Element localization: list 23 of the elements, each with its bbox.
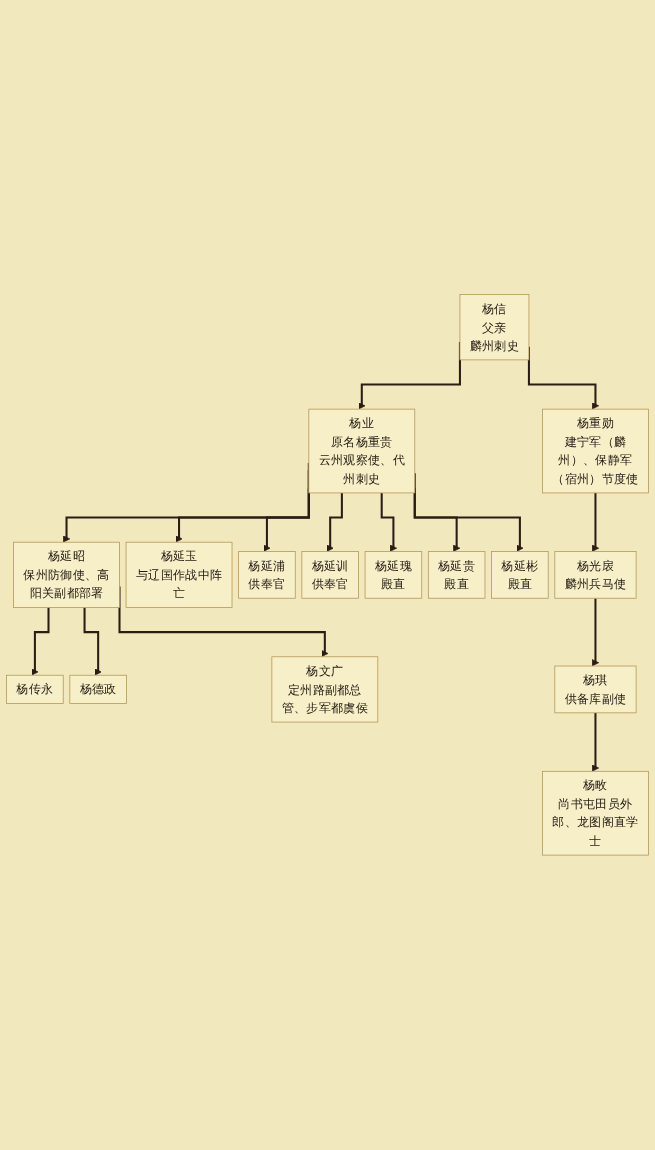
node-box: 杨畋 尚书屯田员外郎、龙图阁直学士 bbox=[542, 771, 649, 856]
node-box: 杨延彬 殿直 bbox=[491, 551, 549, 599]
node-box: 杨延训 供奉官 bbox=[301, 551, 359, 599]
node-box: 杨延瑰 殿直 bbox=[364, 551, 423, 599]
node-box: 杨德政 bbox=[69, 675, 127, 705]
node-box: 杨延昭 保州防御使、高阳关副都部署 bbox=[13, 541, 120, 609]
node-box: 杨传永 bbox=[6, 675, 64, 705]
arrow bbox=[591, 713, 600, 772]
arrow bbox=[591, 598, 600, 667]
node-box: 杨光扆 麟州兵马使 bbox=[554, 551, 637, 599]
arrow bbox=[591, 493, 600, 552]
node-box: 杨业 原名杨重贵 云州观察使、代州刺史 bbox=[308, 408, 416, 494]
arrow bbox=[380, 493, 397, 552]
node-box: 杨延玉 与辽国作战中阵亡 bbox=[125, 541, 233, 609]
arrow bbox=[326, 493, 343, 552]
node-box: 杨延浦 供奉官 bbox=[238, 551, 296, 599]
node-box: 杨琪 供备库副使 bbox=[554, 665, 637, 714]
arrow bbox=[31, 607, 50, 676]
node-box: 杨重勋 建宁军（麟州）、保静军（宿州）节度使 bbox=[542, 408, 649, 494]
node-box: 杨文广 定州路副都总管、步军都虞侯 bbox=[271, 656, 379, 723]
node-box: 杨信 父亲 麟州刺史 bbox=[459, 294, 530, 361]
node-box: 杨延贵 殿直 bbox=[427, 551, 486, 599]
arrow bbox=[83, 607, 102, 676]
